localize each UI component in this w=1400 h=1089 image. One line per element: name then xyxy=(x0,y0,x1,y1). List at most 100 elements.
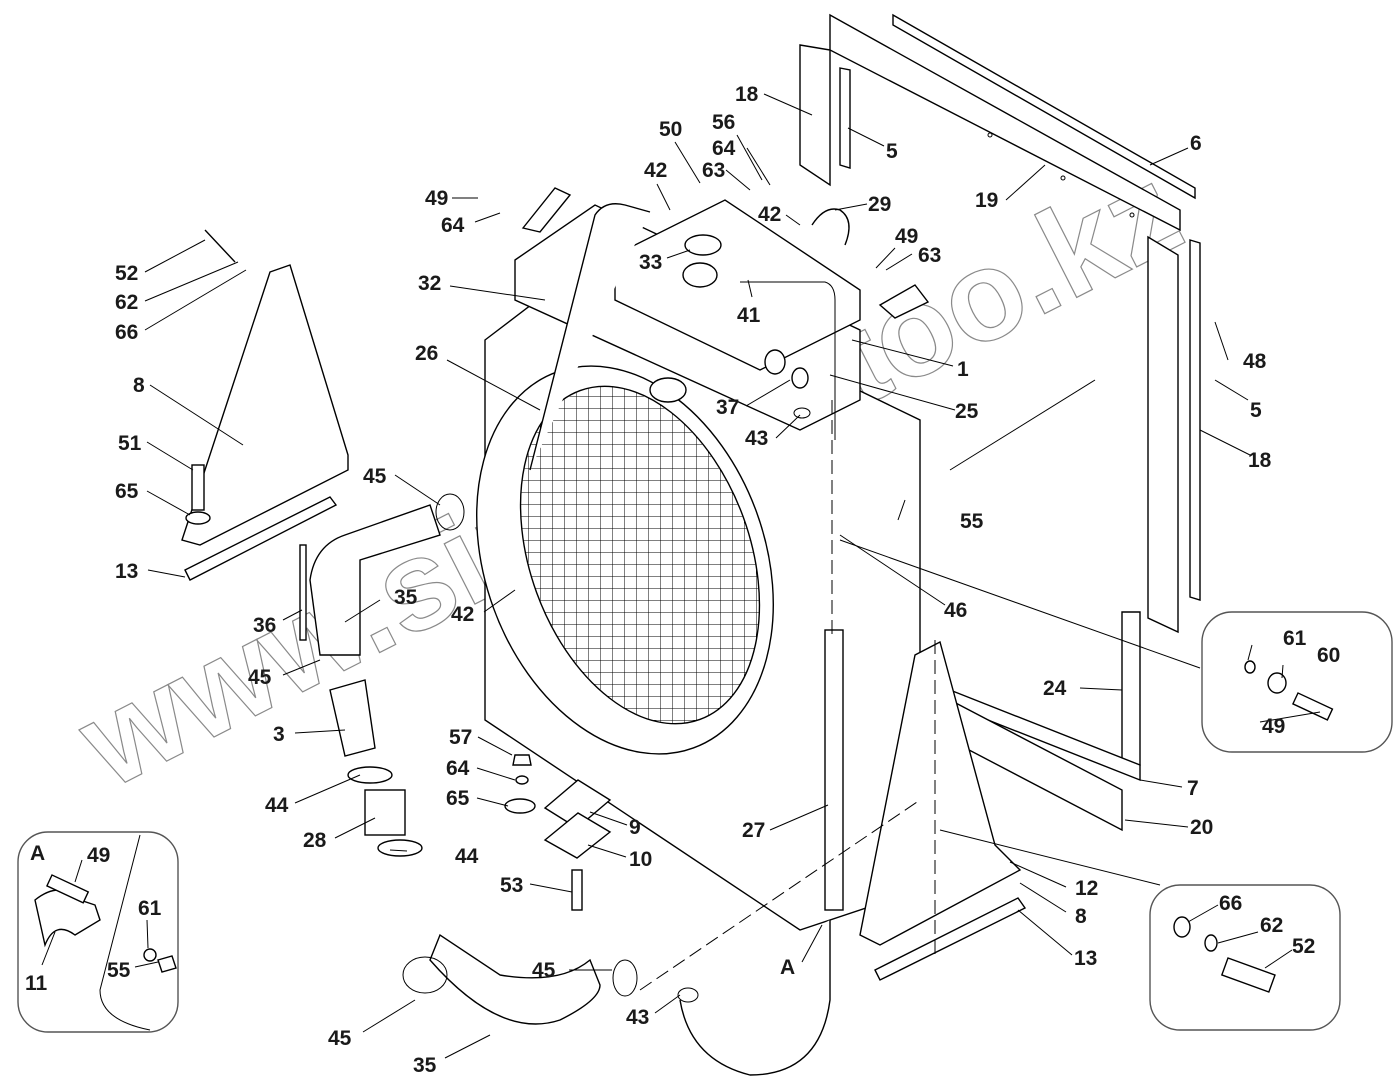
callout-24: 24 xyxy=(1043,677,1067,700)
part-13-rail-left xyxy=(184,496,338,581)
part-13-rail-right xyxy=(874,897,1027,981)
part-35-hose-upper xyxy=(309,504,441,656)
callout-55-main: 55 xyxy=(960,510,984,533)
part-66-washer xyxy=(1173,916,1191,938)
part-8-bracket-right xyxy=(859,640,1022,946)
part-10-pad xyxy=(543,812,612,859)
callout-13-left: 13 xyxy=(115,560,138,583)
callout-43-top: 43 xyxy=(745,427,768,450)
callout-13-right: 13 xyxy=(1074,947,1097,970)
part-49-bolt-A xyxy=(45,874,90,904)
detail-A-parts xyxy=(34,834,177,1031)
callout-33: 33 xyxy=(639,251,662,274)
part-65-washer xyxy=(504,798,536,814)
callout-64-left: 64 xyxy=(441,214,465,237)
part-49-bolt-right xyxy=(1291,692,1334,721)
detail-view-right-lower xyxy=(1149,884,1341,1031)
callout-5: 5 xyxy=(886,140,898,163)
part-65-washer-left xyxy=(185,511,211,525)
callout-65-left: 65 xyxy=(115,480,139,503)
callout-61-detailR: 61 xyxy=(1283,627,1307,650)
callout-A-main: A xyxy=(780,956,795,979)
callout-18-right: 18 xyxy=(1248,449,1272,472)
callout-28: 28 xyxy=(303,829,327,852)
part-36-tie xyxy=(299,544,307,641)
part-33-cap xyxy=(684,234,722,256)
part-44-clamp-b xyxy=(377,839,423,857)
detail-right-lower-parts xyxy=(1173,916,1276,993)
callout-9: 9 xyxy=(629,816,641,839)
callout-52-detailR: 52 xyxy=(1292,935,1315,958)
callout-41: 41 xyxy=(737,304,761,327)
callout-45-lower-right: 45 xyxy=(532,959,556,982)
callout-56: 56 xyxy=(712,111,735,134)
callout-61-detailA: 61 xyxy=(138,897,162,920)
part-61-A xyxy=(143,948,157,962)
right-panels xyxy=(949,235,1201,832)
left-hoses xyxy=(299,493,699,1025)
callout-44-bottom: 44 xyxy=(455,845,479,868)
detail-right-upper-parts xyxy=(1244,660,1334,721)
callout-65-mid: 65 xyxy=(446,787,470,810)
callout-8-left: 8 xyxy=(133,374,145,397)
part-8-bracket-left xyxy=(181,264,349,546)
callout-12: 12 xyxy=(1075,877,1098,900)
callout-43-bottom: 43 xyxy=(626,1006,649,1029)
callout-62-left: 62 xyxy=(115,291,138,314)
callout-55-detailA: 55 xyxy=(107,959,131,982)
callout-44-top: 44 xyxy=(265,794,289,817)
part-57-nut xyxy=(512,754,532,766)
part-25-pipe xyxy=(740,281,836,440)
callout-29: 29 xyxy=(868,193,891,216)
callout-19: 19 xyxy=(975,189,998,212)
callout-3: 3 xyxy=(273,723,285,746)
part-51-bolt xyxy=(191,464,205,511)
part-52-bolt-right xyxy=(1220,957,1276,993)
part-64-washer xyxy=(515,775,529,785)
part-5-left-strip xyxy=(839,67,851,169)
callout-18: 18 xyxy=(735,83,759,106)
callout-37: 37 xyxy=(716,396,739,419)
callout-62-detailR: 62 xyxy=(1260,914,1283,937)
part-18-right-strip xyxy=(1147,235,1179,634)
callout-8-right: 8 xyxy=(1075,905,1087,928)
callout-35-upper: 35 xyxy=(394,586,418,609)
part-61-right xyxy=(1244,660,1256,674)
callout-42-top: 42 xyxy=(644,159,667,182)
callout-53: 53 xyxy=(500,874,523,897)
left-support xyxy=(181,229,349,581)
part-37-plug xyxy=(764,349,786,375)
detail-view-right-upper xyxy=(1201,611,1393,753)
callout-49-detailA: 49 xyxy=(87,844,110,867)
callout-52-left: 52 xyxy=(115,262,138,285)
callout-64-top: 64 xyxy=(712,137,736,160)
callout-32: 32 xyxy=(418,272,441,295)
callout-1: 1 xyxy=(957,358,969,381)
callout-63-top: 63 xyxy=(702,159,725,182)
callout-49-top: 49 xyxy=(425,187,448,210)
part-5-right-strip xyxy=(1189,239,1201,601)
callouts: 18 5 6 19 29 50 56 64 63 42 42 49 64 49 … xyxy=(25,83,1340,1077)
part-29-hose xyxy=(811,208,850,246)
part-43-oring-b xyxy=(677,987,699,1003)
callout-10: 10 xyxy=(629,848,652,871)
callout-45-top: 45 xyxy=(363,465,387,488)
callout-45-mid: 45 xyxy=(248,666,272,689)
part-28-sleeve xyxy=(364,789,406,836)
callout-51: 51 xyxy=(118,432,142,455)
callout-20: 20 xyxy=(1190,816,1213,839)
callout-25: 25 xyxy=(955,400,979,423)
part-45-clamp-a xyxy=(435,493,465,531)
callout-6: 6 xyxy=(1190,132,1202,155)
upper-outlet xyxy=(649,377,687,403)
part-27-pipe xyxy=(824,629,844,911)
part-35-hose-lower xyxy=(429,933,601,1025)
callout-63-right: 63 xyxy=(918,244,941,267)
callout-A-detail: A xyxy=(30,842,45,865)
callout-48: 48 xyxy=(1243,350,1267,373)
part-43-oring xyxy=(793,407,811,419)
part-45-clamp-c xyxy=(612,959,638,997)
callout-36: 36 xyxy=(253,614,276,637)
leader-lines xyxy=(41,93,1321,1059)
